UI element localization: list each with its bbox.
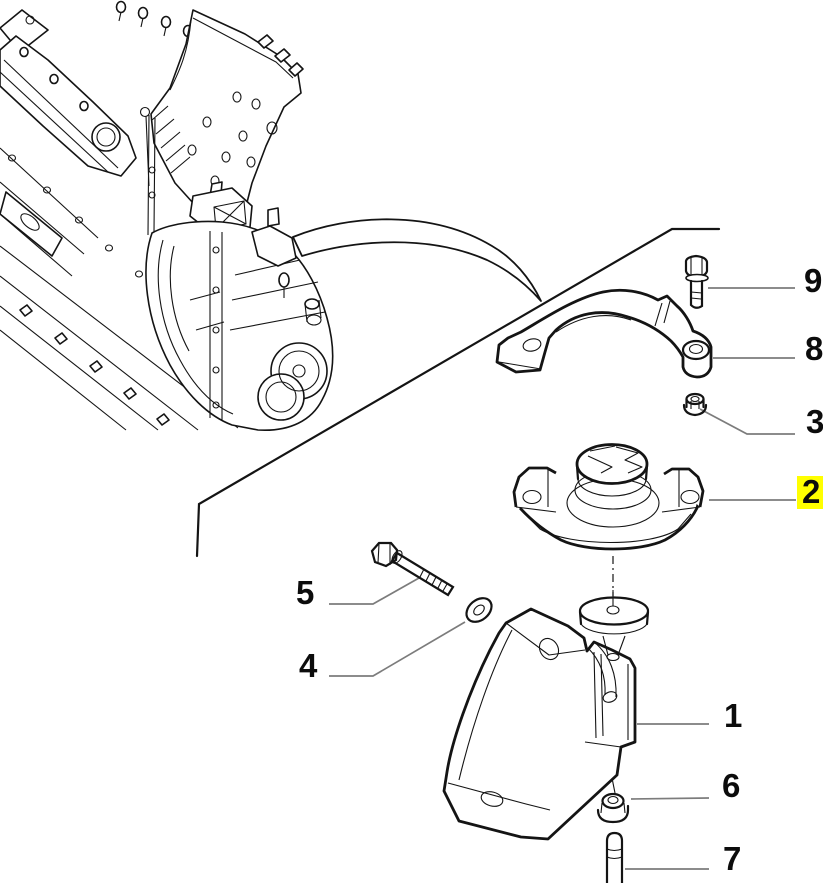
callout-label-3[interactable]: 3	[806, 403, 823, 440]
leader-line-5	[329, 577, 420, 605]
engine-block-ribs	[0, 147, 239, 431]
leader-line-4	[329, 621, 466, 677]
engine-mount-boss	[189, 181, 253, 232]
callout-label-1[interactable]: 1	[724, 697, 742, 734]
part-nut-6[interactable]	[596, 792, 630, 824]
highlight-box-callout-2[interactable]	[797, 476, 823, 509]
callout-label-2[interactable]: 2	[802, 473, 820, 510]
part-mount-2[interactable]	[512, 443, 705, 551]
left-valve-cover	[0, 35, 137, 177]
part-clamp-8[interactable]	[495, 288, 713, 379]
part-stud-7[interactable]	[605, 831, 624, 883]
location-bracket-line	[195, 227, 721, 558]
gearbox	[145, 207, 334, 431]
part-bolt-5[interactable]	[370, 541, 455, 597]
callout-label-6[interactable]: 6	[722, 767, 740, 804]
part-washer-4[interactable]	[462, 593, 496, 626]
part-bracket-1[interactable]	[442, 590, 650, 841]
leader-line-6	[630, 797, 710, 800]
callout-label-4[interactable]: 4	[299, 647, 318, 684]
leader-lines	[329, 287, 796, 870]
leader-line-3	[699, 408, 795, 435]
pointer-wedge	[292, 218, 542, 302]
engine-transmission-overview	[0, 0, 334, 431]
callout-label-8[interactable]: 8	[805, 330, 823, 367]
part-nut-3[interactable]	[682, 392, 708, 417]
callout-label-5[interactable]: 5	[296, 574, 314, 611]
callout-label-9[interactable]: 9	[804, 262, 822, 299]
callout-label-7[interactable]: 7	[723, 840, 741, 877]
part-bolt-9[interactable]	[684, 254, 709, 309]
